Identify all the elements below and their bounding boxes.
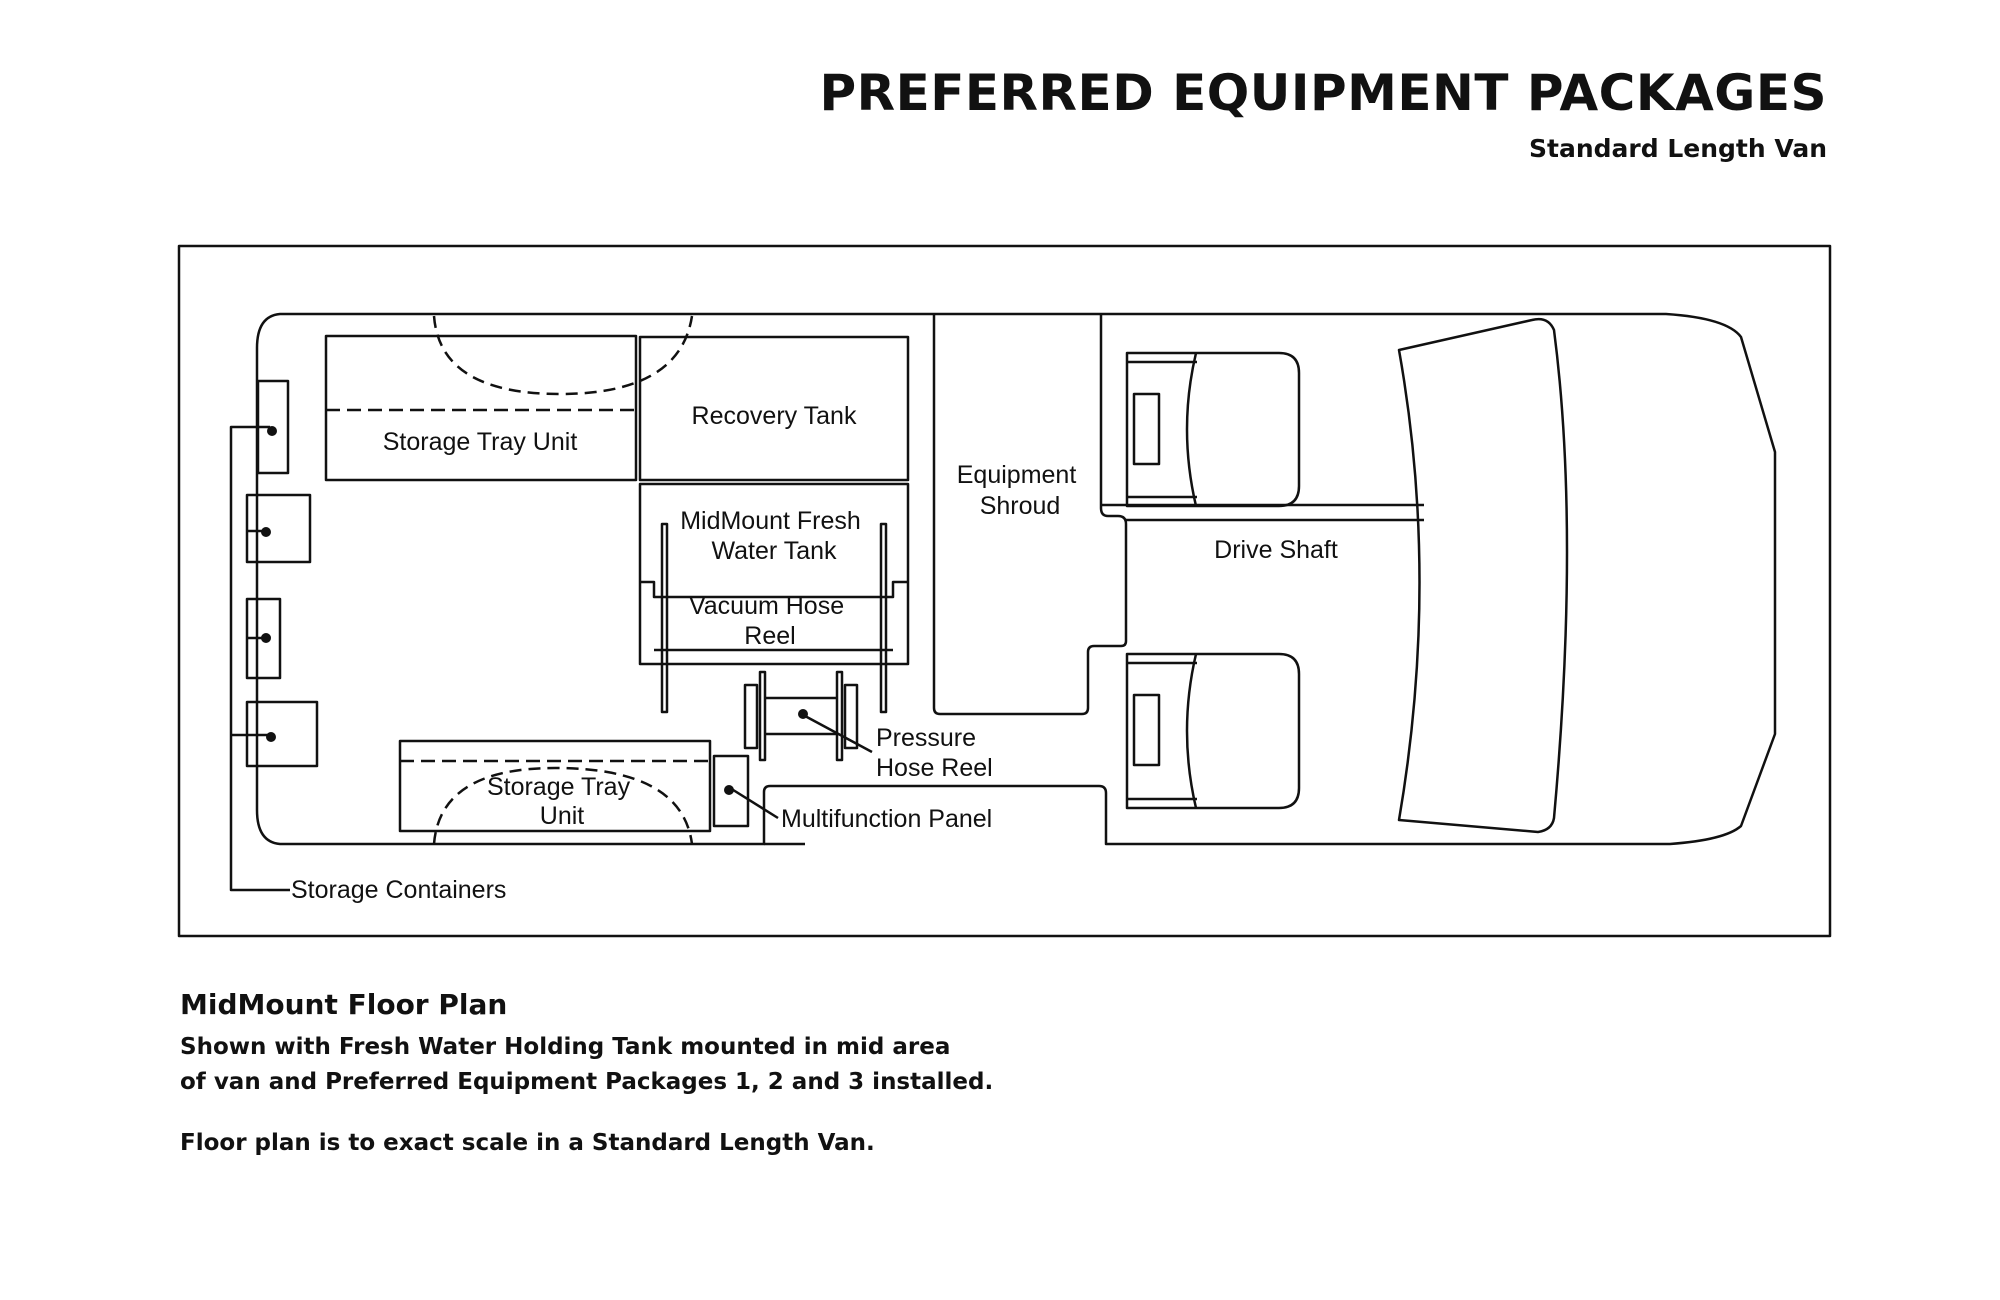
recovery-tank: [638, 335, 910, 482]
label-drive-shaft: Drive Shaft: [1214, 536, 1338, 564]
caption-line-1: Shown with Fresh Water Holding Tank moun…: [180, 1034, 951, 1060]
dashboard: [1397, 317, 1569, 834]
van-outline: [255, 312, 1777, 846]
label-multifunction-panel: Multifunction Panel: [781, 805, 992, 833]
vacuum-hose-reel-side-left: [660, 522, 669, 714]
caption-heading: MidMount Floor Plan: [180, 988, 508, 1021]
storage-tray-unit-bottom: [398, 739, 712, 833]
label-midmount-fresh-water-tank: MidMount Fresh Water Tank: [680, 507, 868, 565]
vacuum-hose-reel-side-right: [879, 522, 888, 714]
label-storage-tray-unit-bottom: Storage Tray Unit: [487, 773, 637, 830]
label-storage-containers: Storage Containers: [291, 876, 506, 904]
label-pressure-hose-reel: Pressure Hose Reel: [876, 724, 993, 782]
equipment-shroud: [932, 314, 1128, 716]
multifunction-panel: [712, 754, 750, 828]
seat-bottom: [1125, 652, 1301, 810]
caption-line-3: Floor plan is to exact scale in a Standa…: [180, 1130, 875, 1156]
pressure-hose-reel: [743, 670, 859, 762]
page-title: PREFERRED EQUIPMENT PACKAGES: [819, 64, 1827, 122]
label-recovery-tank: Recovery Tank: [692, 402, 857, 430]
storage-containers-leader: [229, 425, 290, 892]
label-storage-tray-unit-top: Storage Tray Unit: [383, 428, 578, 456]
storage-container-2: [245, 493, 312, 564]
label-vacuum-hose-reel: Vacuum Hose Reel: [689, 592, 851, 650]
storage-tray-unit-top: [324, 334, 638, 482]
page-subtitle: Standard Length Van: [1529, 134, 1827, 163]
caption-line-2: of van and Preferred Equipment Packages …: [180, 1069, 994, 1095]
midmount-fresh-water-tank: [638, 482, 910, 666]
seat-top: [1125, 351, 1301, 508]
label-equipment-shroud: Equipment Shroud: [957, 461, 1083, 520]
diagram-frame: [177, 244, 1832, 938]
